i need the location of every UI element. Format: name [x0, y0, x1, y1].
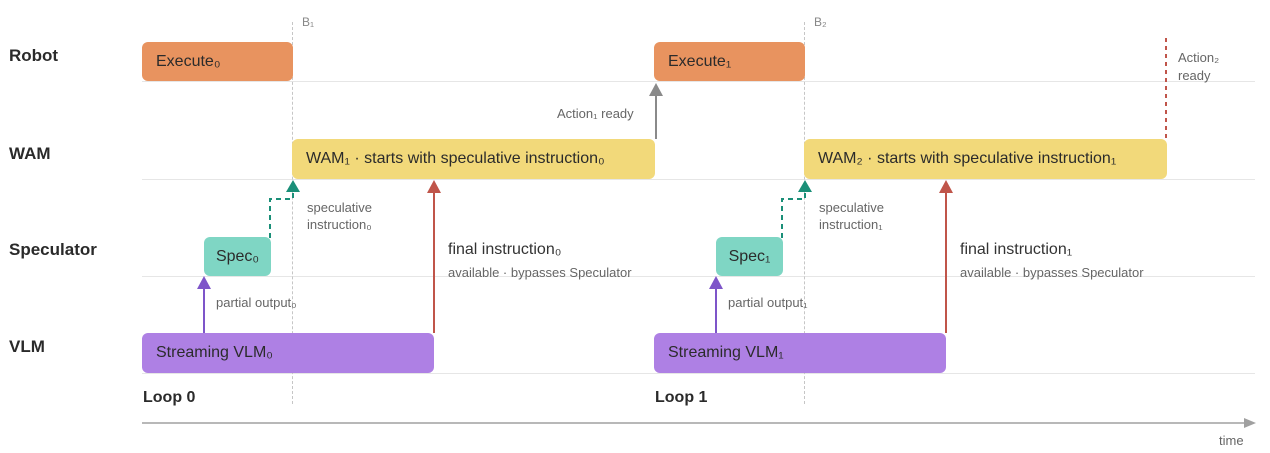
speculative-arrowhead-1 [798, 180, 812, 192]
final-instruction-1-sub: available · bypasses Speculator [960, 265, 1144, 280]
action2-ready-label-line2: ready [1178, 68, 1211, 83]
final-instruction-arrowhead-0 [427, 180, 441, 193]
partial-output-arrowhead-1 [709, 276, 723, 289]
lane-label-robot: Robot [9, 46, 59, 65]
time-axis-label: time [1219, 433, 1244, 448]
final-instruction-0-title: final instruction₀ [448, 241, 562, 258]
speculative-arrowhead-0 [286, 180, 300, 192]
speculative-arrow-1 [781, 187, 806, 238]
action2-ready-label-line1: Action₂ [1178, 50, 1220, 65]
lane-label-vlm: VLM [9, 337, 45, 356]
boundary-label-b2: B₂ [814, 15, 827, 29]
vlm-bar-0: Streaming VLM₀ [142, 333, 434, 373]
lane-divider [142, 373, 1255, 374]
boundary-line-b1 [292, 22, 293, 404]
wam-bar-1: WAM₁ · starts with speculative instructi… [292, 139, 655, 179]
lane-divider [142, 179, 1255, 180]
spec-bar-0: Spec₀ [204, 237, 271, 276]
spec-bar-1: Spec₁ [716, 237, 783, 276]
lane-label-wam: WAM [9, 144, 51, 163]
final-instruction-arrowhead-1 [939, 180, 953, 193]
time-axis-arrowhead [1244, 418, 1256, 428]
lane-divider [142, 276, 1255, 277]
speculative-instruction-1-line2: instruction₁ [819, 217, 883, 232]
partial-output-0-label: partial output₀ [216, 295, 297, 310]
lane-label-speculator: Speculator [9, 240, 97, 259]
final-instruction-0-sub: available · bypasses Speculator [448, 265, 632, 280]
speculative-instruction-1-line1: speculative [819, 200, 885, 215]
vlm-bar-1: Streaming VLM₁ [654, 333, 946, 373]
wam-bar-2: WAM₂ · starts with speculative instructi… [804, 139, 1167, 179]
speculative-instruction-0-line1: speculative [307, 200, 373, 215]
execute-bar-1: Execute₁ [654, 42, 805, 81]
loop-label-1: Loop 1 [655, 389, 708, 406]
partial-output-arrowhead-0 [197, 276, 211, 289]
speculative-arrow-0 [269, 187, 294, 238]
action-ready-arrowhead [649, 83, 663, 96]
boundary-line-b2 [804, 22, 805, 404]
execute-bar-0: Execute₀ [142, 42, 293, 81]
lane-divider [142, 81, 1255, 82]
action1-ready-label: Action₁ ready [557, 106, 634, 121]
partial-output-1-label: partial output₁ [728, 295, 808, 310]
final-instruction-1-title: final instruction₁ [960, 241, 1073, 258]
boundary-label-b1: B₁ [302, 15, 315, 29]
speculative-instruction-0-line2: instruction₀ [307, 217, 372, 232]
loop-label-0: Loop 0 [143, 389, 196, 406]
